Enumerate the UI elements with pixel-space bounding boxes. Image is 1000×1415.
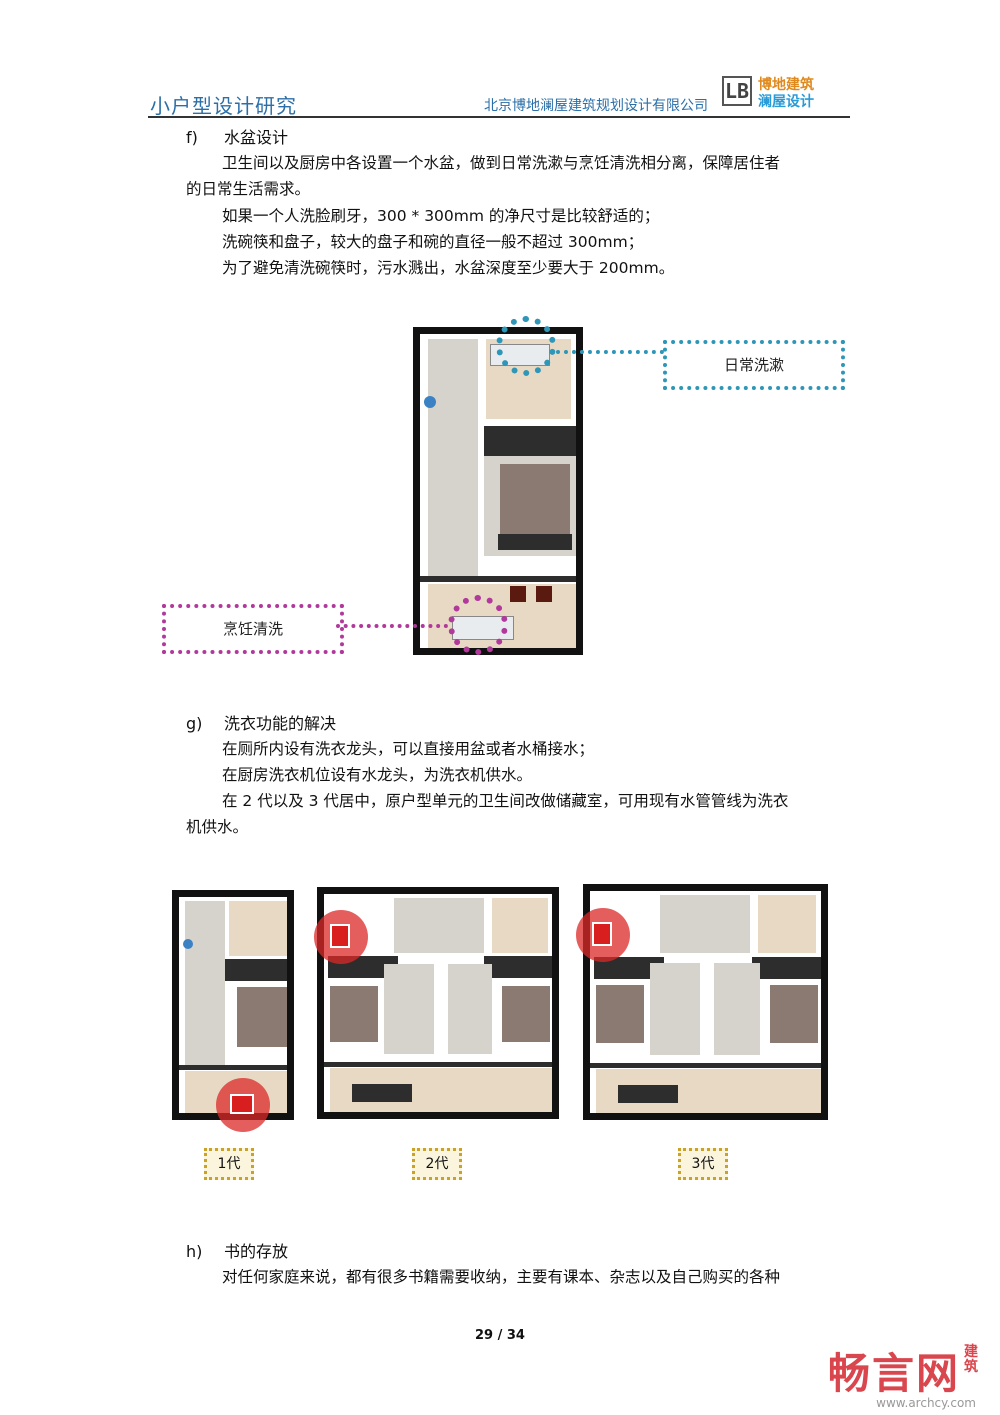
callout-daily-wash: 日常洗漱 [663,340,845,390]
gen3-wardrobe-left [594,957,664,979]
gen3-living-left [650,963,700,1055]
section-g-p3: 在 2 代以及 3 代居中，原户型单元的卫生间改做储藏室，可用现有水管管线为洗衣 [222,792,789,810]
label-gen1: 1代 [204,1148,254,1180]
gen2-dining-table [352,1084,412,1102]
gen3-partition [590,1063,821,1068]
gen2-hall [394,898,484,953]
gen1-partition [179,1065,287,1070]
header-title: 小户型设计研究 [150,94,297,118]
company-logo: LB 博地建筑 澜屋设计 [722,74,822,110]
gen2-partition [324,1062,552,1067]
gen1-bathroom [229,901,287,956]
bed [500,464,570,542]
logo-line1: 博地建筑 [758,77,814,93]
gen1-washer-icon [230,1094,254,1114]
stool-left [510,586,526,602]
label-gen3: 3代 [678,1148,728,1180]
gen1-bed [237,987,287,1047]
gen2-bed-left [330,986,378,1042]
section-f-heading: f) 水盆设计 [186,124,288,148]
gen2-bed-right [502,986,550,1042]
corridor-floor [428,339,478,579]
gen2-living-left [384,964,434,1054]
section-g-number: g) [186,714,203,733]
section-g-title: 洗衣功能的解决 [224,714,337,733]
section-f-title: 水盆设计 [224,128,289,147]
gen3-bathroom [758,895,816,953]
section-h-number: h) [186,1242,203,1261]
drain-icon [424,396,436,408]
gen3-washer-icon [592,922,612,946]
section-g-p2: 在厨房洗衣机位设有水龙头，为洗衣机供水。 [222,766,533,784]
gen3-bed-right [770,985,818,1043]
section-h-p1: 对任何家庭来说，都有很多书籍需要收纳，主要有课本、杂志以及自己购买的各种 [222,1268,781,1286]
watermark-side: 建筑 [964,1344,978,1375]
header-divider [148,116,850,118]
bed-footboard [498,534,572,550]
basin-highlight-ring [496,316,556,376]
section-f-p2: 如果一个人洗脸刷牙，300 * 300mm 的净尺寸是比较舒适的； [222,207,660,225]
gen2-living-right [448,964,492,1054]
partition-wall [420,576,576,582]
wardrobe [484,426,576,456]
gen3-bed-left [596,985,644,1043]
basin-leader-line [556,350,664,354]
watermark-url: www.archcy.com [876,1396,976,1410]
gen1-corridor [185,901,225,1066]
gen1-drain-icon [183,939,193,949]
gen2-washer-icon [330,924,350,948]
section-g-p3b: 机供水。 [186,818,249,836]
section-f-p3: 洗碗筷和盘子，较大的盘子和碗的直径一般不超过 300mm； [222,233,644,251]
logo-line2: 澜屋设计 [758,94,814,110]
section-g-heading: g) 洗衣功能的解决 [186,710,336,734]
label-gen2: 2代 [412,1148,462,1180]
stool-right [536,586,552,602]
section-f-number: f) [186,128,198,147]
plan-gen3 [583,884,828,1120]
header-company: 北京博地澜屋建筑规划设计有限公司 [484,98,708,114]
sink-highlight-ring [448,595,508,655]
section-f-p1b: 的日常生活需求。 [186,180,311,198]
callout-cooking-wash: 烹饪清洗 [162,604,344,654]
gen3-dining-table [618,1085,678,1103]
gen2-wardrobe-right [484,956,552,978]
gen2-bathroom [492,898,548,953]
section-h-heading: h) 书的存放 [186,1238,288,1262]
gen1-wardrobe [225,959,287,981]
gen3-living-right [714,963,760,1055]
logo-mark: LB [722,76,752,106]
section-h-title: 书的存放 [224,1242,289,1261]
section-g-p1: 在厕所内设有洗衣龙头，可以直接用盆或者水桶接水； [222,740,595,758]
sink-leader-line [336,624,448,628]
gen3-hall [660,895,750,953]
section-f-p4: 为了避免清洗碗筷时，污水溅出，水盆深度至少要大于 200mm。 [222,259,675,277]
watermark-brand: 畅言网 [828,1349,961,1398]
section-f-p1: 卫生间以及厨房中各设置一个水盆，做到日常洗漱与烹饪清洗相分离，保障居住者 [222,154,781,172]
gen3-wardrobe-right [752,957,821,979]
page-number: 29 / 34 [475,1328,525,1343]
